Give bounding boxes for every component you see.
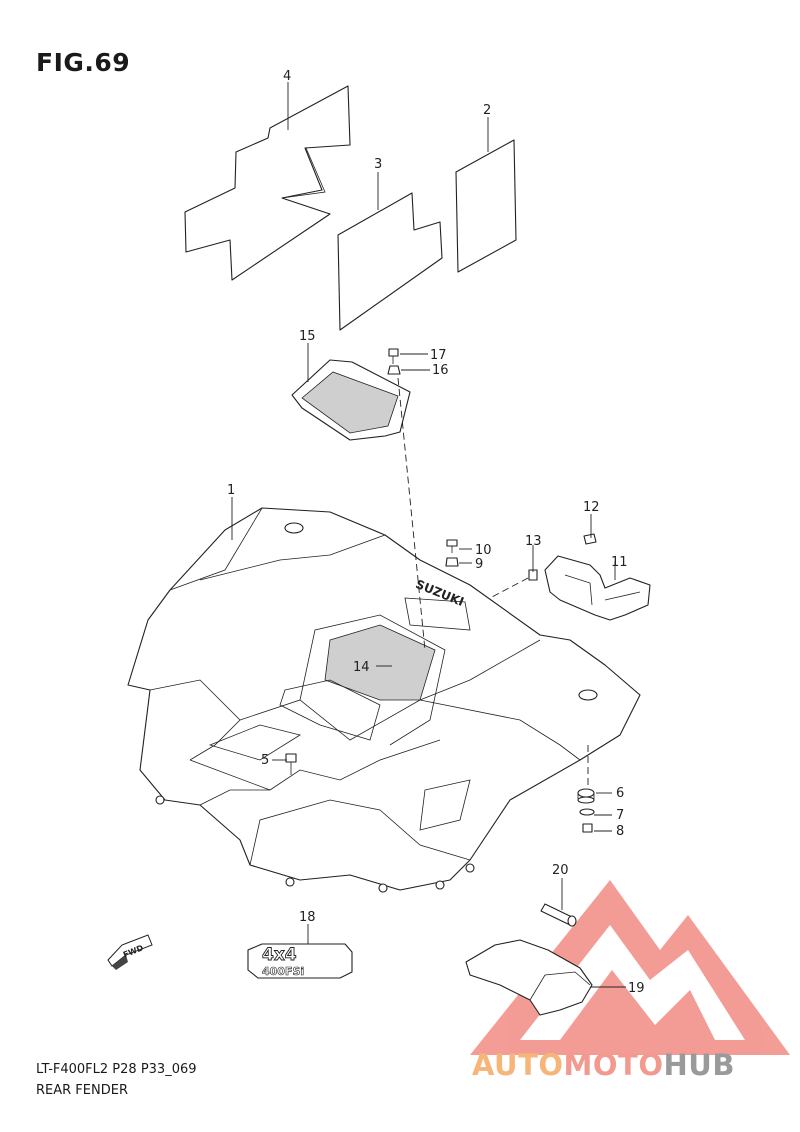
model-code: LT-F400FL2 P28 P33_069 <box>36 1062 197 1077</box>
callout-9: 9 <box>475 557 483 572</box>
part-3-sheet <box>337 192 443 331</box>
watermark-part-1: AUTO <box>472 1048 564 1082</box>
callout-18: 18 <box>299 910 316 925</box>
callout-11: 11 <box>611 555 628 570</box>
callout-12: 12 <box>583 500 600 515</box>
watermark-part-3: HUB <box>663 1048 735 1082</box>
callout-14: 14 <box>353 660 370 675</box>
fwd-arrow-icon <box>107 934 153 970</box>
emblem-line2: 400FSi <box>262 965 304 978</box>
watermark-part-2: MOTO <box>563 1048 664 1082</box>
part-4-sheet <box>184 85 351 281</box>
watermark-text: AUTOMOTOHUB <box>472 1048 735 1082</box>
assembly-line-16-to-fender <box>397 377 426 651</box>
part-18-emblem <box>247 943 353 979</box>
callout-3: 3 <box>374 157 382 172</box>
callout-7: 7 <box>616 808 624 823</box>
callout-13: 13 <box>525 534 542 549</box>
callout-5: 5 <box>261 753 269 768</box>
part-5-bolt <box>285 753 297 775</box>
part-19-cover <box>465 939 593 1016</box>
callout-16: 16 <box>432 363 449 378</box>
section-name: REAR FENDER <box>36 1083 128 1098</box>
part-6-7-8-fasteners <box>577 788 595 833</box>
leader-lines <box>231 82 626 988</box>
part-16-17-fasteners <box>387 348 401 375</box>
emblem-line1: 4x4 <box>262 945 297 965</box>
part-1-rear-fender <box>127 507 641 893</box>
figure-title: FIG.69 <box>36 48 131 77</box>
callout-6: 6 <box>616 786 624 801</box>
assembly-line-13-to-fender <box>489 577 529 599</box>
part-9-10-fasteners <box>445 539 459 567</box>
callout-labels: 1 2 3 4 5 6 7 8 9 10 11 12 13 14 15 16 1… <box>227 69 645 996</box>
callout-20: 20 <box>552 863 569 878</box>
part-2-sheet <box>455 139 517 273</box>
callout-15: 15 <box>299 329 316 344</box>
callout-1: 1 <box>227 483 235 498</box>
part-20-rod <box>540 903 577 927</box>
callout-10: 10 <box>475 543 492 558</box>
callout-4: 4 <box>283 69 291 84</box>
part-11-bracket <box>544 555 651 621</box>
callout-19: 19 <box>628 981 645 996</box>
part-15-tray <box>291 359 411 441</box>
callout-17: 17 <box>430 348 447 363</box>
callout-8: 8 <box>616 824 624 839</box>
callout-2: 2 <box>483 103 491 118</box>
